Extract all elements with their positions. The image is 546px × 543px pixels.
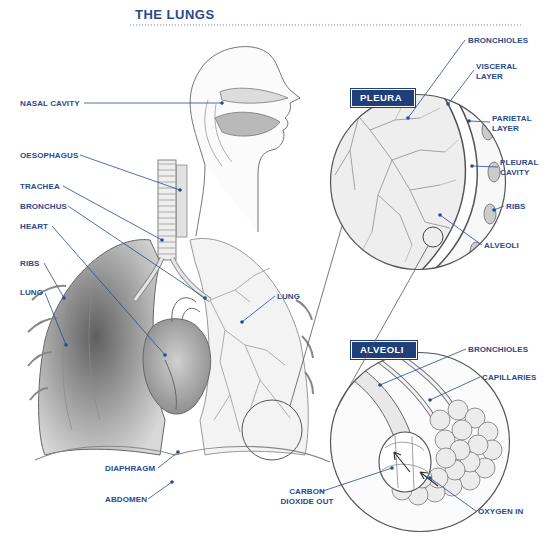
- part-label: DIAPHRAGM: [105, 464, 155, 474]
- leader-dot: [470, 164, 474, 168]
- alveoli-detail: [330, 352, 510, 532]
- bronchiole-branches: [335, 100, 450, 245]
- magnify-circle: [423, 227, 443, 247]
- leader-dot: [438, 213, 442, 217]
- leader-dot: [62, 296, 66, 300]
- heart-vessels: [165, 298, 200, 410]
- leader-dot: [390, 466, 394, 470]
- part-label: HEART: [20, 222, 48, 232]
- head-outline: [190, 47, 300, 232]
- heart: [143, 319, 211, 414]
- diagram-title: THE LUNGS: [135, 7, 215, 22]
- capillary-inner: [372, 352, 455, 420]
- part-label: PLEURAL CAVITY: [500, 158, 546, 177]
- leader-dot: [64, 343, 68, 347]
- part-label: VISCERAL LAYER: [476, 62, 520, 81]
- trachea: [158, 160, 176, 260]
- inset-circle: ALVEOLI: [330, 352, 510, 532]
- lung-shading: [63, 280, 100, 430]
- leader-dot: [428, 476, 432, 480]
- part-label: BRONCHIOLES: [468, 36, 528, 46]
- leader-dot: [160, 238, 164, 242]
- part-label: CARBON DIOXIDE OUT: [280, 487, 334, 506]
- part-label: RIBS: [506, 202, 526, 212]
- tongue: [215, 112, 280, 136]
- nasal-cavity: [220, 88, 288, 103]
- part-label: BRONCHIOLES: [468, 345, 528, 355]
- pleural-cavity-fill: [420, 95, 477, 272]
- alveolus: [430, 410, 450, 430]
- part-label: ABDOMEN: [105, 495, 147, 505]
- pleura-detail: [330, 94, 506, 272]
- inset-circle: PLEURA: [330, 94, 506, 270]
- leader-dot: [428, 398, 432, 402]
- part-label: PARIETAL LAYER: [492, 114, 540, 133]
- part-label: ALVEOLI: [484, 241, 519, 251]
- alveolus: [436, 448, 456, 468]
- gas-arrow: [394, 452, 410, 472]
- leader-dot: [378, 383, 382, 387]
- alveolus: [452, 420, 472, 440]
- rib-section: [484, 204, 496, 224]
- leader-dot: [176, 450, 180, 454]
- alveolus-cutaway: [379, 432, 431, 492]
- leader-dot: [163, 353, 167, 357]
- pharynx: [205, 100, 232, 166]
- leader-dot: [220, 101, 224, 105]
- leader-dot: [203, 296, 207, 300]
- rib-section: [470, 242, 482, 262]
- title-rule: [130, 25, 522, 26]
- part-label: LUNG: [277, 292, 300, 302]
- part-label: OESOPHAGUS: [20, 151, 78, 161]
- trachea-rings: [158, 164, 176, 254]
- part-label: OXYGEN IN: [478, 507, 523, 517]
- leader-dot: [170, 480, 174, 484]
- leader-dots: [62, 101, 496, 484]
- alveolus: [428, 468, 448, 488]
- bronchiole-tube: [340, 360, 410, 440]
- part-label: NASAL CAVITY: [20, 99, 80, 109]
- part-label: TRACHEA: [20, 182, 60, 192]
- inset-circle-outline: [331, 353, 510, 532]
- leader-dot: [406, 116, 410, 120]
- oesophagus: [176, 165, 187, 237]
- magnify-link: [335, 270, 415, 411]
- part-label: LUNG: [20, 288, 43, 298]
- inset-circle-outline: [331, 95, 506, 270]
- diaphragm: [35, 446, 330, 462]
- leader-dot: [240, 320, 244, 324]
- bronchiole-twigs: [360, 100, 458, 262]
- magnify-circle: [242, 400, 302, 460]
- magnify-line: [290, 226, 342, 406]
- leader-dot: [492, 208, 496, 212]
- leader-dot: [178, 188, 182, 192]
- rib-section: [488, 162, 500, 182]
- part-label: BRONCHUS: [20, 202, 67, 212]
- part-label: RIBS: [20, 259, 40, 269]
- leader-lines: [44, 40, 504, 511]
- alveolus-chambers: [382, 436, 428, 490]
- magnify-line: [415, 246, 428, 269]
- visceral-layer: [420, 95, 465, 272]
- capillary-tube: [372, 352, 455, 420]
- inset-outline: [330, 352, 510, 532]
- inset-heading: PLEURA: [352, 90, 414, 106]
- part-label: CAPILLARIES: [482, 373, 536, 383]
- leader-dot: [446, 102, 450, 106]
- alveoli-background: [330, 352, 510, 532]
- inset-outline: [330, 94, 506, 270]
- leader-dot: [467, 119, 471, 123]
- neck-outline: [196, 165, 205, 236]
- gas-arrow: [420, 472, 438, 486]
- inset-heading: ALVEOLI: [352, 342, 416, 358]
